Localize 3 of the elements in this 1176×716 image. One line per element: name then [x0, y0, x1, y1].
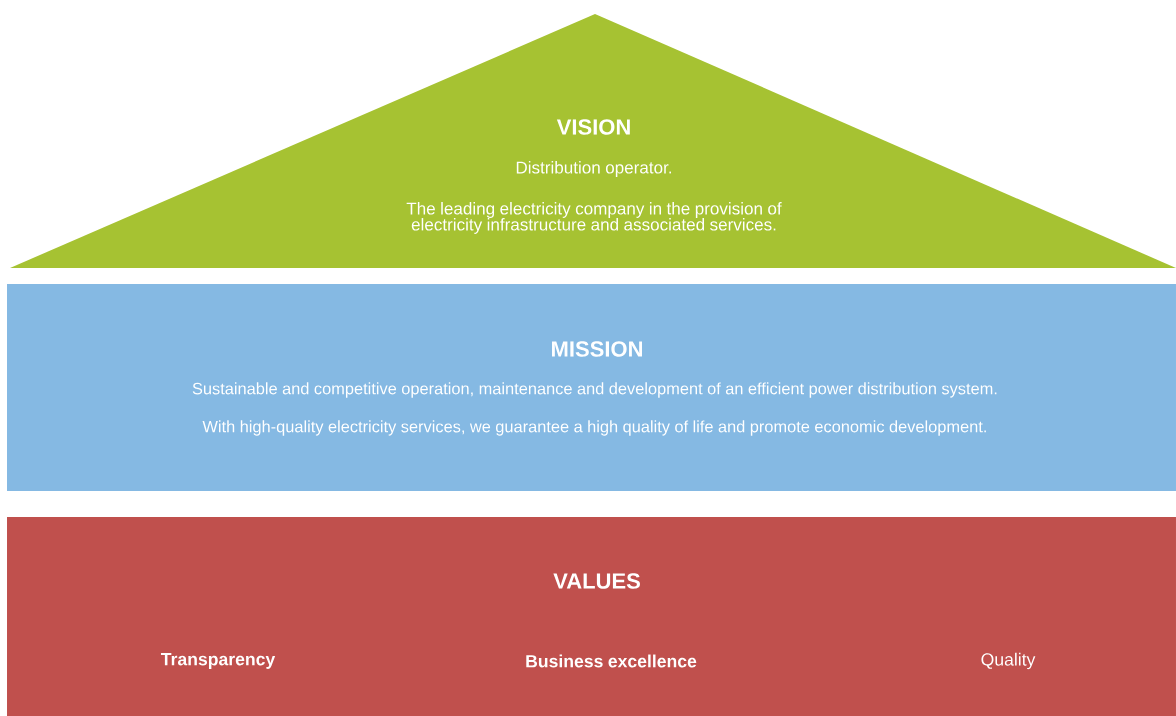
- vision-triangle: VISION Distribution operator. The leading electricity company in the provision of electricity infrastructure and associated services.: [10, 14, 1176, 268]
- values-band: VALUES Transparency Business excellence Quality: [7, 517, 1176, 716]
- mission-band: MISSION Sustainable and competitive operation, maintenance and development of an efficient power distribution system. With high-quality electricity services, we guarantee a high quality of life and promote economic development.: [7, 284, 1176, 491]
